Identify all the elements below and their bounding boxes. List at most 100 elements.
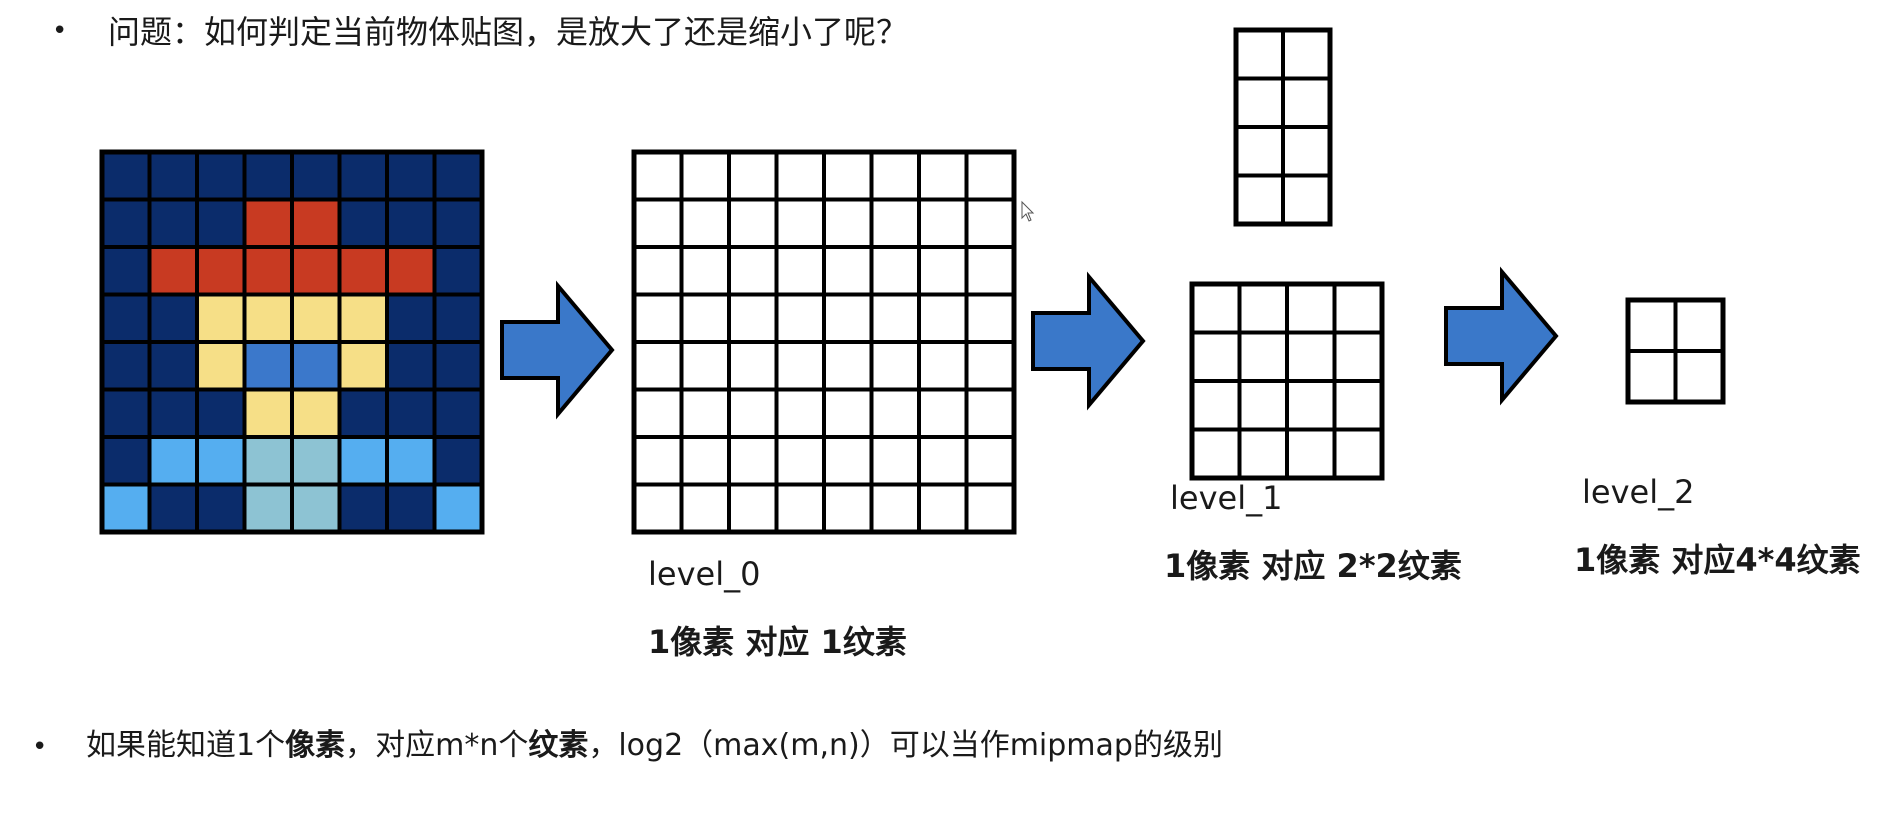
- level-0-cell: [917, 197, 969, 249]
- level-0-cell: [727, 150, 779, 202]
- texture-cell: [195, 197, 247, 249]
- level-0-cell: [964, 150, 1016, 202]
- texture-cell: [242, 482, 294, 534]
- level-0-cell: [774, 150, 826, 202]
- source-texture-grid: [99, 149, 485, 535]
- level-0-cell: [679, 340, 731, 392]
- level-0-cell: [679, 482, 731, 534]
- texture-cell: [100, 245, 152, 297]
- texture-cell: [337, 435, 389, 487]
- texture-cell: [195, 435, 247, 487]
- texture-cell: [432, 245, 484, 297]
- tall-grid-cell: [1281, 76, 1332, 129]
- level-0-cell: [679, 150, 731, 202]
- tall-grid-cell: [1234, 125, 1285, 178]
- level-2-caption: 1像素 对应4*4纹素: [1574, 541, 1861, 579]
- level-0-cell: [869, 245, 921, 297]
- level-1-cell: [1190, 427, 1242, 480]
- level-0-cell: [632, 197, 684, 249]
- level-2-grid: [1625, 297, 1726, 405]
- texture-cell: [195, 245, 247, 297]
- level-1-cell: [1237, 427, 1289, 480]
- tall-grid-cell: [1281, 173, 1332, 226]
- tall-2x4-grid: [1233, 27, 1333, 227]
- texture-cell: [242, 340, 294, 392]
- level-0-cell: [822, 387, 874, 439]
- level-0-cell: [964, 340, 1016, 392]
- texture-cell: [147, 387, 199, 439]
- level-1-label: level_1: [1170, 479, 1283, 517]
- texture-cell: [432, 197, 484, 249]
- level-0-grid: [631, 149, 1017, 535]
- texture-cell: [290, 482, 342, 534]
- question-text: 问题：如何判定当前物体贴图，是放大了还是缩小了呢？: [108, 13, 909, 51]
- level-0-cell: [822, 245, 874, 297]
- conclusion-part2: ，对应m*n个: [345, 728, 529, 763]
- level-0-cell: [822, 197, 874, 249]
- texture-cell: [242, 387, 294, 439]
- texture-cell: [147, 292, 199, 344]
- conclusion-bold-pixel: 像素: [285, 728, 346, 763]
- arrow-right-icon: [1031, 271, 1146, 411]
- level-0-cell: [964, 387, 1016, 439]
- level-0-cell: [869, 292, 921, 344]
- texture-cell: [195, 150, 247, 202]
- level-0-cell: [774, 435, 826, 487]
- level-1-cell-border: [1189, 281, 1385, 481]
- texture-cell: [147, 245, 199, 297]
- level-0-cell: [964, 435, 1016, 487]
- tall-grid-cell: [1281, 28, 1332, 81]
- level-0-cell: [774, 482, 826, 534]
- texture-cell: [100, 150, 152, 202]
- level-0-cell: [679, 387, 731, 439]
- mouse-cursor-icon: [1021, 200, 1035, 222]
- conclusion-bold-texel: 纹素: [528, 728, 589, 763]
- conclusion-part3: ，log2（max(m,n)）可以当作mipmap的级别: [588, 728, 1223, 763]
- level-0-cell: [964, 292, 1016, 344]
- level-1-cell: [1332, 379, 1384, 432]
- arrow-right-icon: [1444, 266, 1559, 406]
- level-1-cell: [1285, 427, 1337, 480]
- texture-cell: [337, 387, 389, 439]
- level-0-cell: [632, 387, 684, 439]
- level-1-cell: [1237, 330, 1289, 383]
- texture-cell: [290, 150, 342, 202]
- texture-cell: [100, 435, 152, 487]
- texture-cell: [195, 340, 247, 392]
- level-0-cell: [632, 340, 684, 392]
- texture-cell: [147, 482, 199, 534]
- level-0-cell: [679, 292, 731, 344]
- texture-cell: [337, 245, 389, 297]
- level-0-cell: [679, 245, 731, 297]
- tall-grid-cell: [1281, 125, 1332, 178]
- texture-cell: [242, 150, 294, 202]
- level-0-cell: [869, 340, 921, 392]
- level-0-cell: [632, 435, 684, 487]
- level-0-cell: [679, 435, 731, 487]
- texture-cell: [147, 435, 199, 487]
- level-0-cell: [917, 150, 969, 202]
- texture-cell: [195, 387, 247, 439]
- texture-cell: [195, 292, 247, 344]
- level-0-cell: [774, 245, 826, 297]
- level-1-cell: [1285, 379, 1337, 432]
- level-0-cell: [917, 387, 969, 439]
- texture-cell: [242, 292, 294, 344]
- question-bullet: •: [52, 16, 68, 46]
- conclusion-text: 如果能知道1个像素，对应m*n个纹素，log2（max(m,n)）可以当作mip…: [86, 731, 1223, 761]
- level-0-cell: [822, 292, 874, 344]
- arrow-group: [500, 266, 1559, 420]
- texture-cell-border: [99, 149, 485, 535]
- level-0-cell: [917, 292, 969, 344]
- level-0-cell: [917, 482, 969, 534]
- level-0-cell: [822, 150, 874, 202]
- level-0-cell: [869, 482, 921, 534]
- texture-cell: [385, 387, 437, 439]
- texture-cell: [242, 245, 294, 297]
- texture-cell: [432, 150, 484, 202]
- level-0-cell: [727, 245, 779, 297]
- texture-cell: [385, 150, 437, 202]
- conclusion-bullet: •: [32, 732, 48, 762]
- level-0-cell: [727, 292, 779, 344]
